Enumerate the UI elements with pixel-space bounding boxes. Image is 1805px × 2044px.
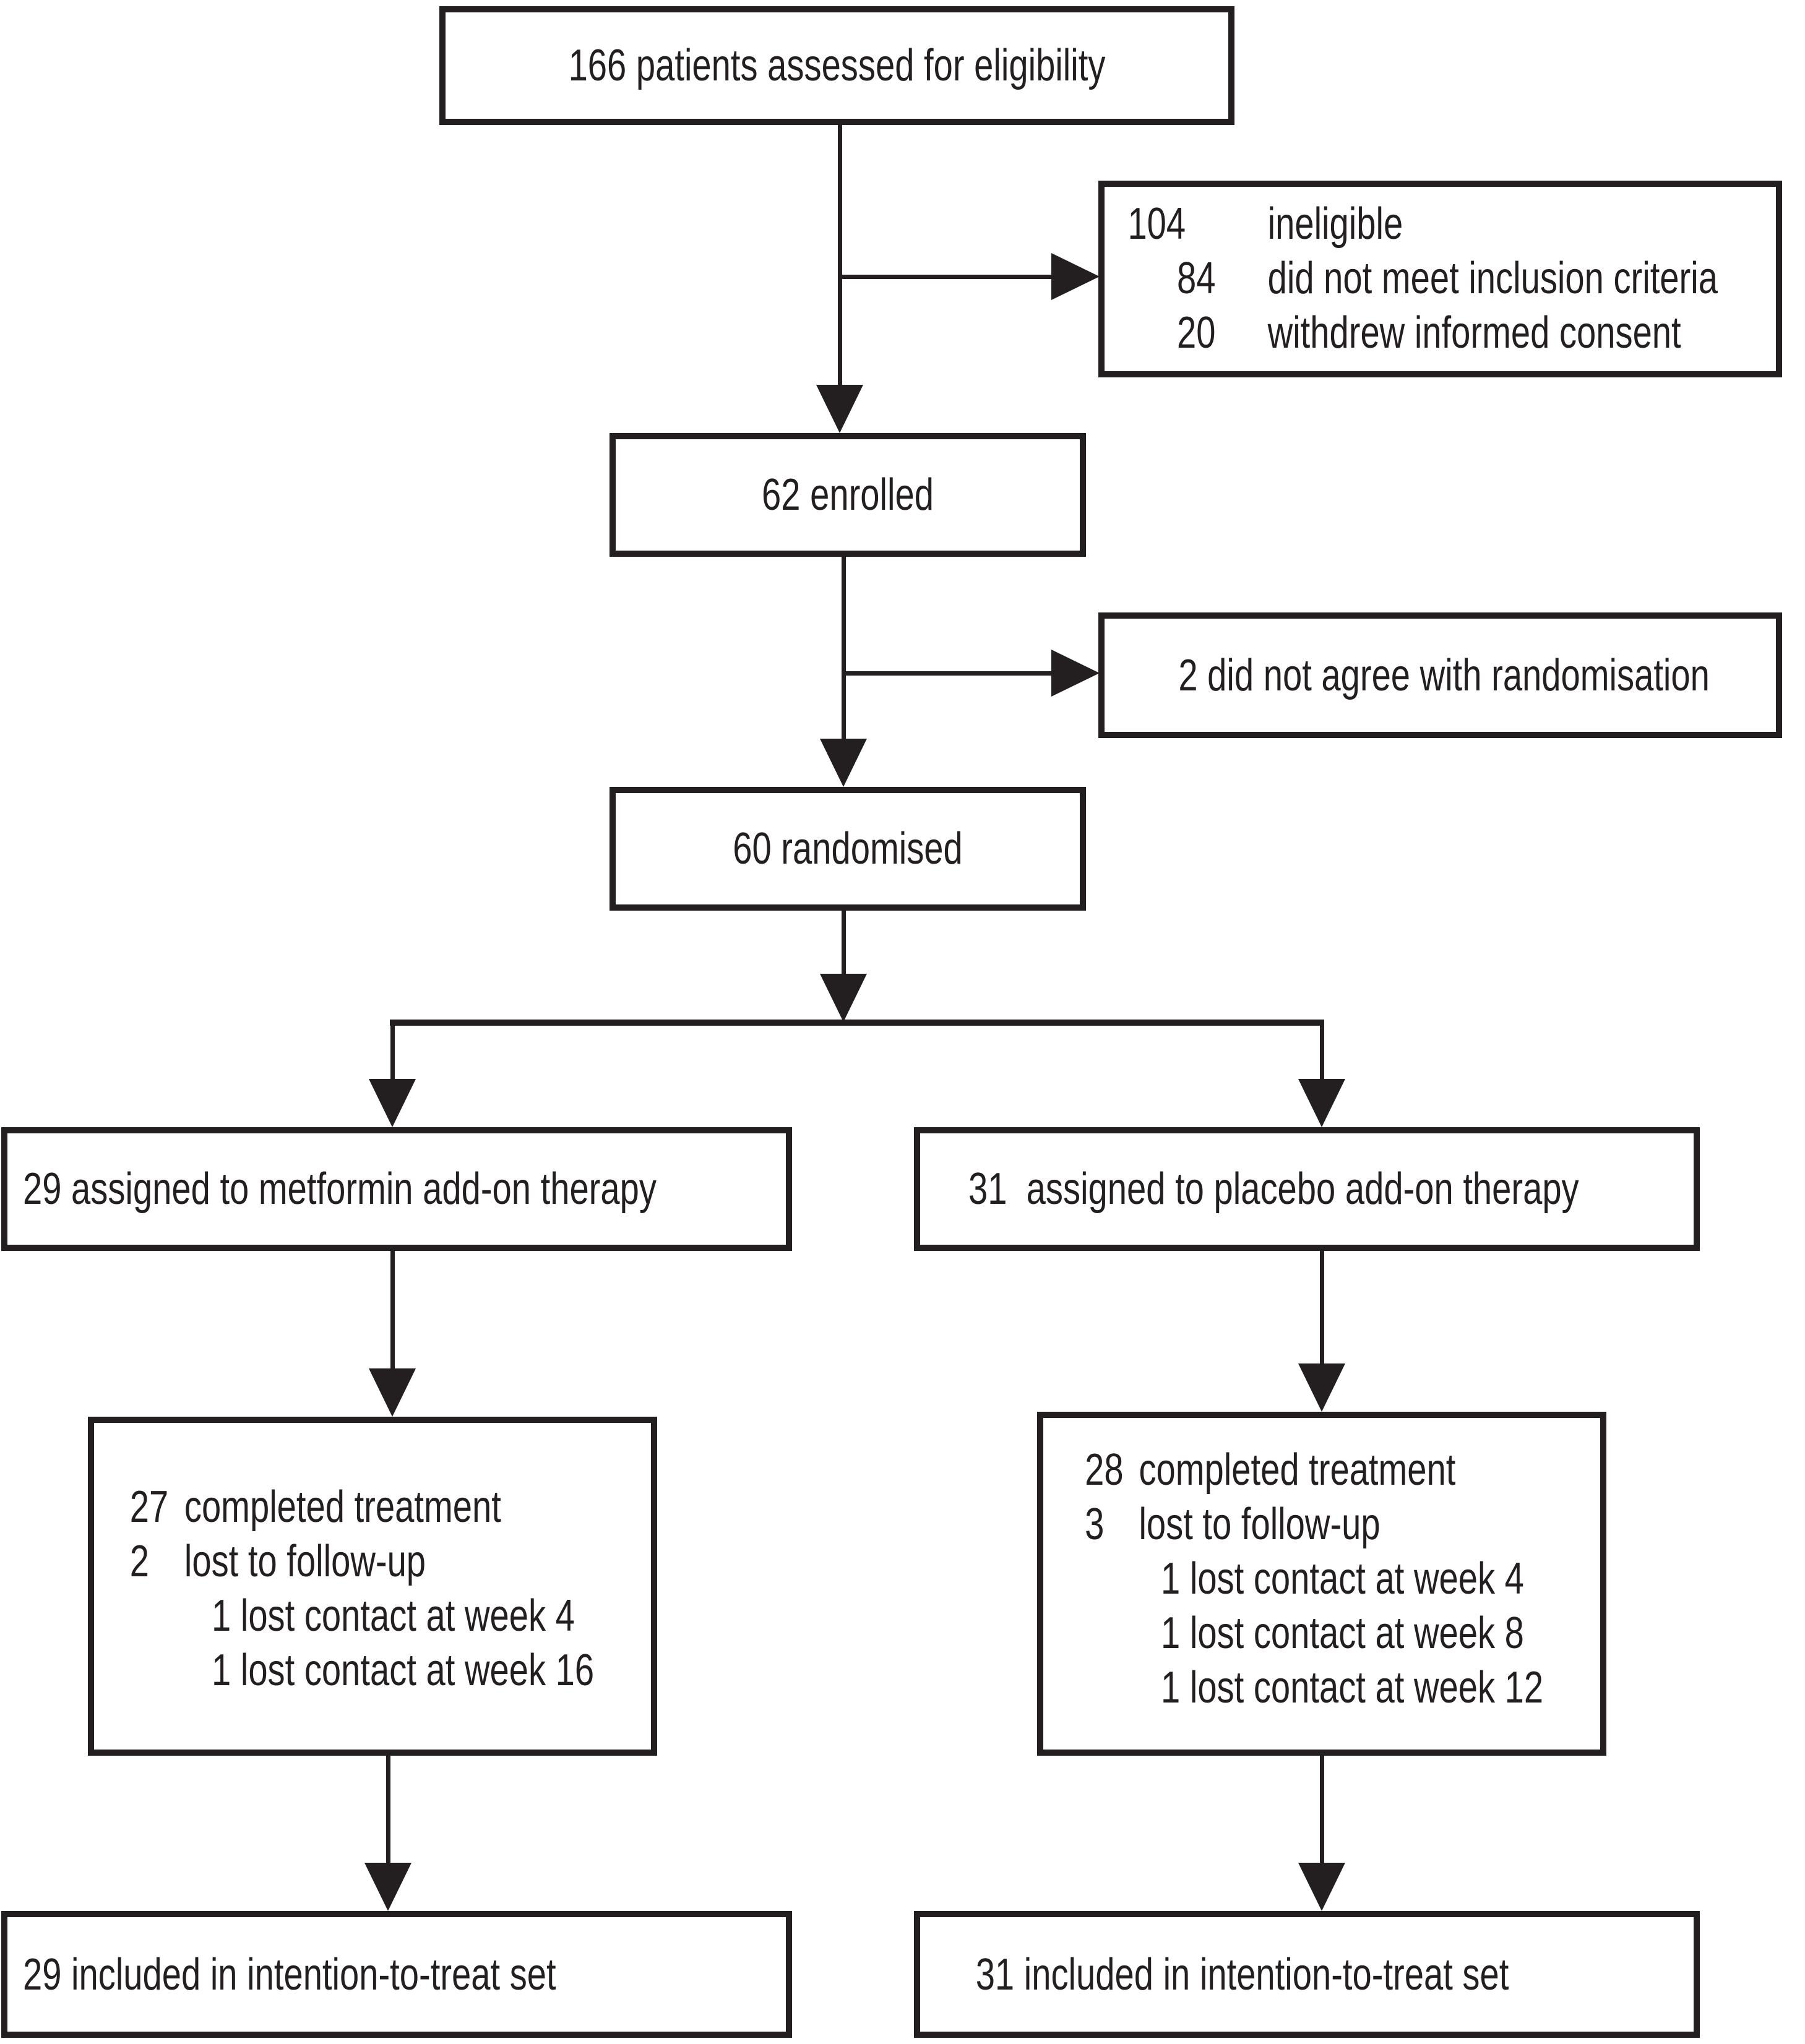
arrowhead-down-icon bbox=[816, 385, 863, 433]
box-assessed-eligibility: 166 patients assessed for eligibility bbox=[439, 6, 1234, 125]
ineligible-line: 20 withdrew informed consent bbox=[1105, 306, 1681, 360]
ineligible-count: 104 bbox=[1127, 199, 1186, 249]
arrowhead-down-icon bbox=[1298, 1079, 1345, 1127]
randomised-label: 60 randomised bbox=[733, 824, 963, 874]
connector-split-to-placebo bbox=[1320, 1022, 1324, 1081]
box-metformin-assigned: 29 assigned to metformin add-on therapy bbox=[1, 1127, 792, 1251]
box-placebo-assigned: 31 assigned to placebo add-on therapy bbox=[914, 1127, 1700, 1251]
connector-to-ineligible bbox=[838, 275, 1052, 279]
placebo-itt-label: 31 included in intention-to-treat set bbox=[975, 1949, 1509, 1999]
followup-subline: 1 lost contact at week 12 bbox=[1161, 1663, 1544, 1712]
followup-subline: 1 lost contact at week 16 bbox=[212, 1646, 595, 1695]
lost-text: lost to follow-up bbox=[1139, 1500, 1381, 1549]
followup-subline: 1 lost contact at week 8 bbox=[1161, 1608, 1524, 1658]
lost-count: 2 bbox=[129, 1537, 149, 1586]
assessed-label: 166 patients assessed for eligibility bbox=[568, 41, 1106, 90]
arrowhead-down-icon bbox=[820, 739, 867, 787]
arrowhead-right-icon bbox=[1051, 650, 1100, 697]
connector-metformin-to-followup bbox=[390, 1251, 395, 1370]
connector-enrolled-to-randomised bbox=[842, 557, 846, 742]
metformin-assigned-label: 29 assigned to metformin add-on therapy bbox=[22, 1164, 657, 1214]
followup-subline: 1 lost contact at week 4 bbox=[1161, 1554, 1524, 1604]
followup-line: 3 lost to follow-up bbox=[1043, 1497, 1478, 1552]
completed-count: 27 bbox=[129, 1482, 169, 1532]
completed-count: 28 bbox=[1085, 1445, 1124, 1495]
arrowhead-down-icon bbox=[364, 1863, 411, 1911]
ineligible-line: 84 did not meet inclusion criteria bbox=[1105, 251, 1718, 306]
not-agree-label: 2 did not agree with randomisation bbox=[1178, 650, 1710, 700]
box-placebo-itt: 31 included in intention-to-treat set bbox=[914, 1911, 1700, 2038]
enrolled-label: 62 enrolled bbox=[762, 470, 934, 520]
box-ineligible: 104 ineligible 84 did not meet inclusion c… bbox=[1098, 181, 1782, 377]
connector-to-not-agree bbox=[842, 671, 1052, 676]
box-metformin-followup: 27 completed treatment 2 lost to follow-up… bbox=[88, 1417, 657, 1756]
withdrew-consent-count: 20 bbox=[1177, 308, 1216, 358]
followup-subline: 1 lost contact at week 4 bbox=[212, 1591, 575, 1641]
placebo-assigned-label: 31 assigned to placebo add-on therapy bbox=[968, 1164, 1579, 1214]
followup-line: 28 completed treatment bbox=[1043, 1443, 1478, 1497]
completed-text: completed treatment bbox=[184, 1482, 501, 1532]
ineligible-line: 104 ineligible bbox=[1105, 197, 1628, 251]
box-placebo-followup: 28 completed treatment 3 lost to follow-up… bbox=[1037, 1412, 1606, 1756]
arrowhead-down-icon bbox=[369, 1368, 416, 1417]
inclusion-criteria-text: did not meet inclusion criteria bbox=[1267, 254, 1718, 303]
arrowhead-right-icon bbox=[1051, 253, 1100, 300]
connector-split-to-metformin bbox=[390, 1022, 395, 1081]
box-not-agree-randomisation: 2 did not agree with randomisation bbox=[1098, 612, 1782, 738]
connector-randomised-to-split bbox=[842, 911, 846, 976]
arrowhead-down-icon bbox=[369, 1079, 416, 1127]
ineligible-text: ineligible bbox=[1267, 199, 1403, 249]
box-metformin-itt: 29 included in intention-to-treat set bbox=[1, 1911, 792, 2038]
connector-placebo-to-itt bbox=[1320, 1756, 1324, 1865]
followup-line: 27 completed treatment bbox=[94, 1480, 528, 1534]
connector-placebo-to-followup bbox=[1320, 1251, 1324, 1365]
followup-line: 2 lost to follow-up bbox=[94, 1534, 528, 1589]
completed-text: completed treatment bbox=[1139, 1445, 1456, 1495]
lost-count: 3 bbox=[1085, 1500, 1105, 1549]
lost-text: lost to follow-up bbox=[184, 1537, 426, 1586]
inclusion-criteria-count: 84 bbox=[1177, 254, 1216, 303]
connector-metformin-to-itt bbox=[386, 1756, 390, 1865]
arrowhead-down-icon bbox=[1298, 1863, 1345, 1911]
split-bar bbox=[390, 1020, 1324, 1026]
arrowhead-down-icon bbox=[820, 974, 867, 1022]
withdrew-consent-text: withdrew informed consent bbox=[1267, 308, 1681, 358]
connector-assessed-to-enrolled bbox=[838, 125, 842, 390]
box-enrolled: 62 enrolled bbox=[610, 433, 1086, 557]
arrowhead-down-icon bbox=[1298, 1363, 1345, 1412]
box-randomised: 60 randomised bbox=[610, 787, 1086, 911]
metformin-itt-label: 29 included in intention-to-treat set bbox=[22, 1949, 556, 1999]
